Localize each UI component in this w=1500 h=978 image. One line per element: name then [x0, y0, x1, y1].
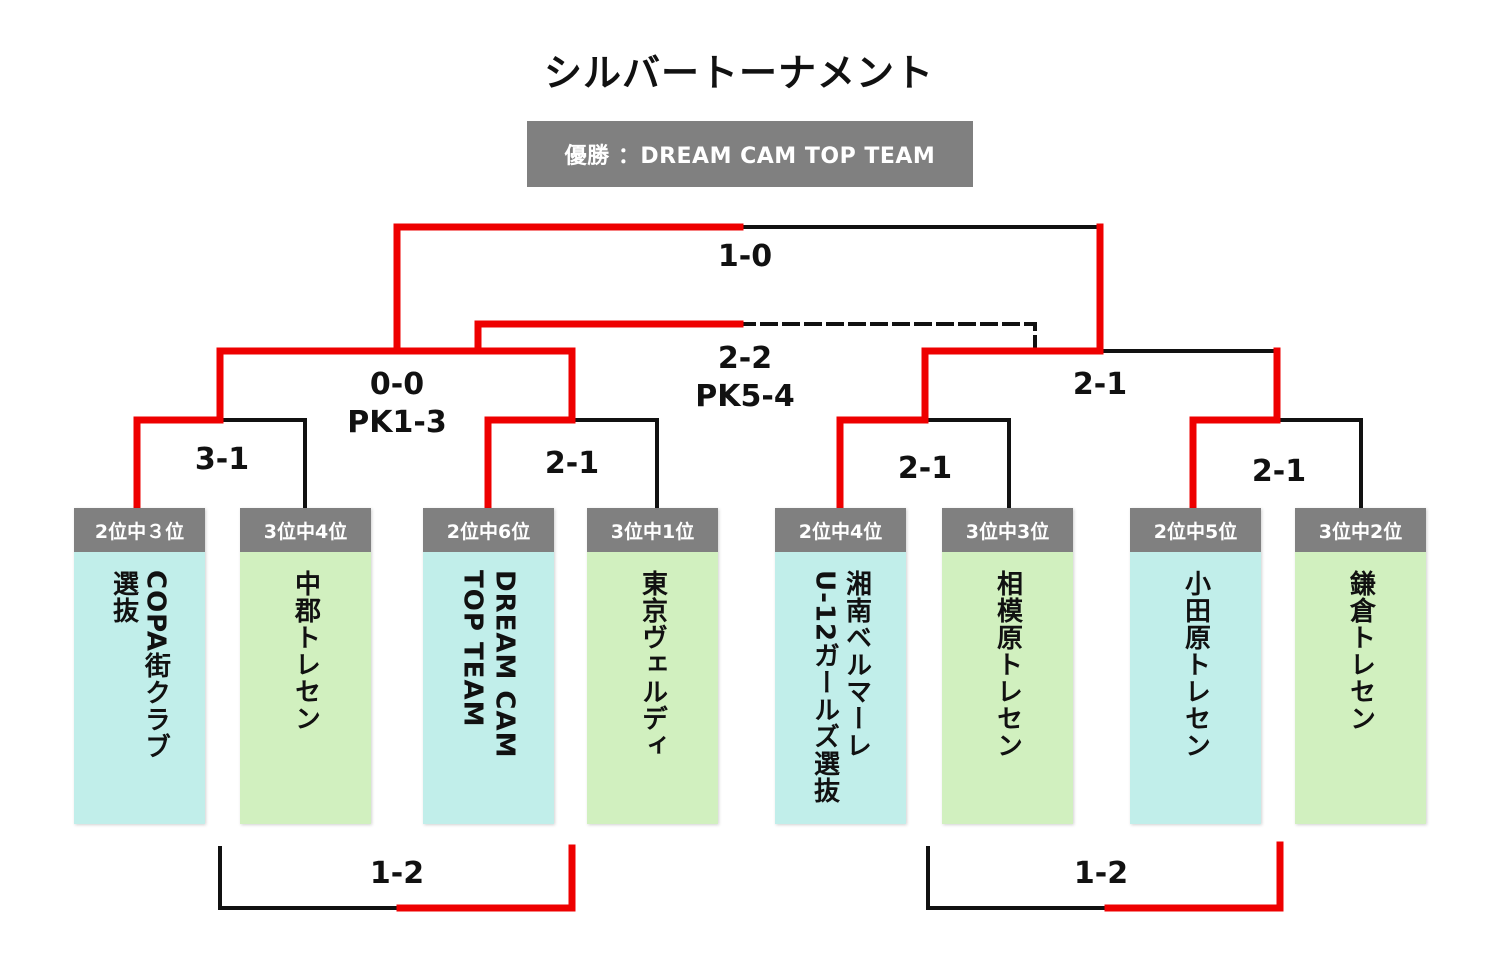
team-card-sagamihara: 3位中3位 相模原トレセン	[942, 508, 1073, 824]
qf3-score: 2-1	[897, 451, 953, 486]
third-place-dashed-line	[738, 322, 1037, 353]
consolation-left-line	[218, 846, 402, 910]
consolation-right-line	[926, 846, 1110, 910]
semi-right-score: 2-1	[1072, 367, 1128, 402]
final-score: 1-0	[717, 239, 773, 274]
team-name: 東京ヴェルディ	[637, 570, 668, 759]
team-name: 湘南ベルマーレ U-12ガールズ選抜	[809, 570, 872, 805]
consolation-right-score: 1-2	[1073, 856, 1129, 891]
qf3-line	[923, 418, 1011, 510]
team-name: 鎌倉トレセン	[1345, 570, 1376, 732]
team-rank: 3位中3位	[942, 508, 1073, 552]
team-rank: 2位中4位	[775, 508, 906, 552]
qf1-win-line	[133, 347, 224, 512]
team-rank: 2位中5位	[1130, 508, 1261, 552]
team-name: 小田原トレセン	[1180, 570, 1211, 759]
third-place-score: 2-2 PK5-4	[670, 340, 820, 416]
consolation-left-win-line	[396, 844, 576, 912]
team-card-tokyo-verdy: 3位中1位 東京ヴェルディ	[587, 508, 718, 824]
consolation-left-score: 1-2	[369, 856, 425, 891]
team-card-chugun: 3位中4位 中郡トレセン	[240, 508, 371, 824]
qf4-score: 2-1	[1251, 454, 1307, 489]
third-place-win-line	[216, 320, 744, 355]
team-name: COPA街クラブ 選抜	[108, 570, 171, 760]
team-rank: 3位中1位	[587, 508, 718, 552]
qf3-win-line	[836, 347, 1104, 512]
qf1-line	[218, 418, 307, 510]
winner-banner: 優勝 ：DREAM CAM TOP TEAM	[527, 121, 973, 187]
team-name: 中郡トレセン	[290, 570, 321, 732]
qf2-score: 2-1	[544, 446, 600, 481]
qf2-win-line	[393, 347, 576, 512]
qf4-win-line	[1189, 347, 1281, 512]
team-rank: 2位中6位	[423, 508, 554, 552]
winner-label: 優勝 ：DREAM CAM TOP TEAM	[564, 144, 936, 169]
team-rank: 3位中2位	[1295, 508, 1426, 552]
semi-left-score: 0-0 PK1-3	[322, 366, 472, 442]
team-card-dream-cam: 2位中6位 DREAM CAM TOP TEAM	[423, 508, 554, 824]
qf1-score: 3-1	[194, 442, 250, 477]
qf4-line	[1275, 418, 1363, 510]
semi-left-score-line2: PK1-3	[347, 405, 447, 440]
team-rank: 2位中３位	[74, 508, 205, 552]
team-card-kamakura: 3位中2位 鎌倉トレセン	[1295, 508, 1426, 824]
team-card-copa: 2位中３位 COPA街クラブ 選抜	[74, 508, 205, 824]
team-name: 相模原トレセン	[992, 570, 1023, 759]
qf2-line	[570, 418, 659, 510]
team-card-shonan: 2位中4位 湘南ベルマーレ U-12ガールズ選抜	[775, 508, 906, 824]
team-rank: 3位中4位	[240, 508, 371, 552]
semi-left-score-line1: 0-0	[369, 367, 425, 402]
consolation-right-win-line	[1104, 841, 1284, 912]
page-title: シルバートーナメント	[543, 51, 934, 95]
third-place-score-line2: PK5-4	[695, 379, 795, 414]
team-name: DREAM CAM TOP TEAM	[457, 570, 520, 759]
team-card-odawara: 2位中5位 小田原トレセン	[1130, 508, 1261, 824]
third-place-score-line1: 2-2	[717, 341, 773, 376]
final-win-line	[393, 223, 744, 355]
